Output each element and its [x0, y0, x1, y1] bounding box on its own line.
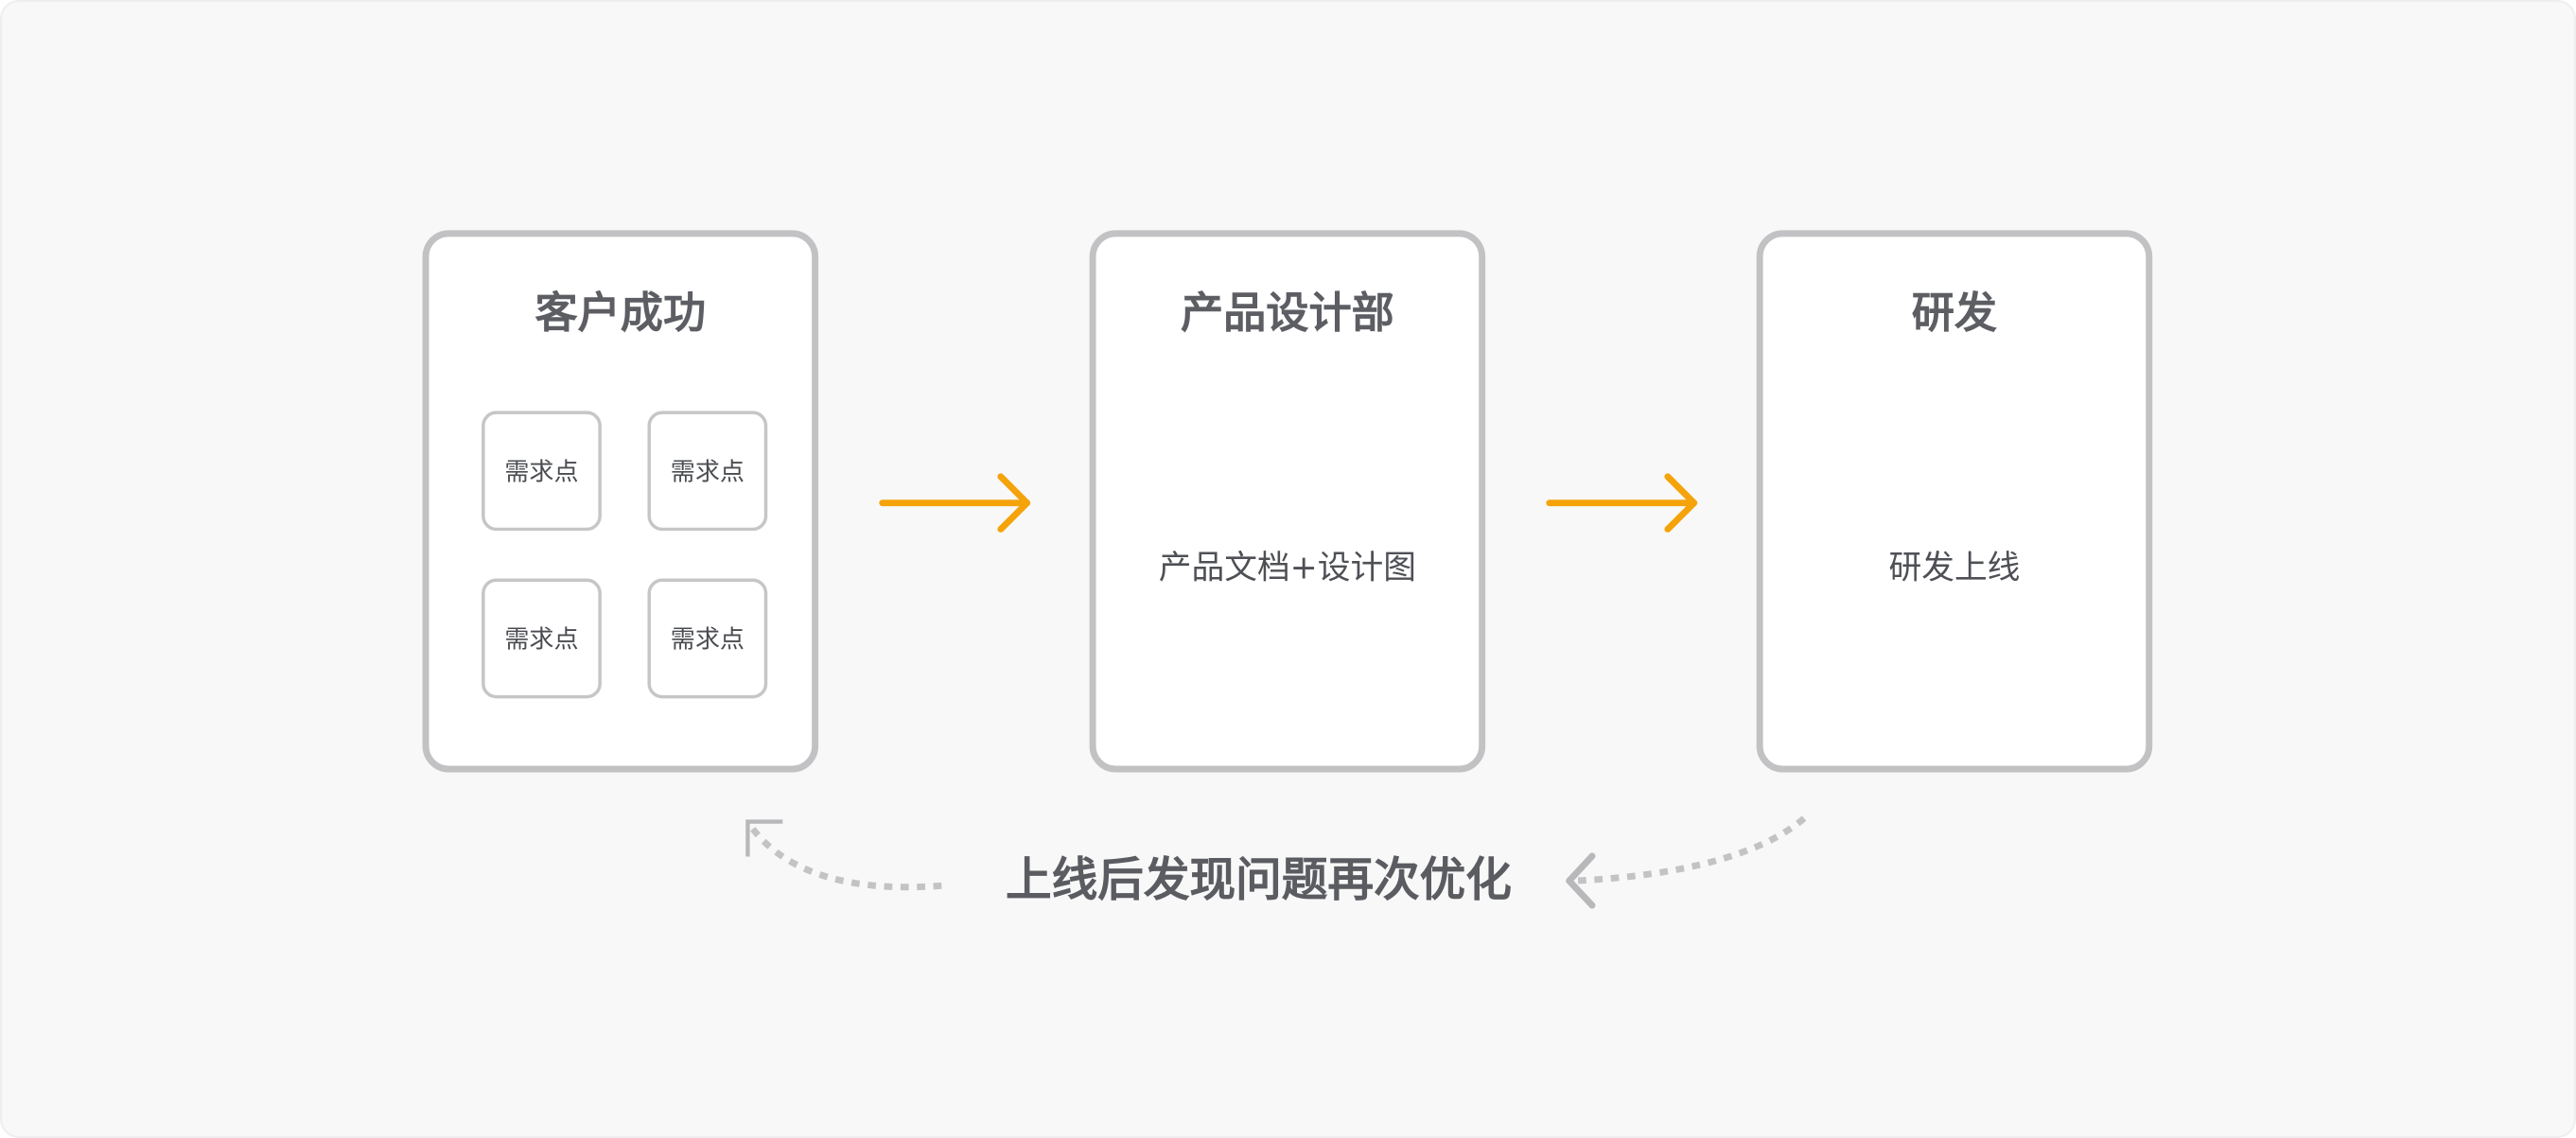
panel-rnd: 研发 研发上线 — [1756, 230, 2153, 773]
requirement-chip: 需求点 — [482, 578, 602, 699]
flow-arrow-icon — [1546, 473, 1698, 533]
panel-product-design: 产品设计部 产品文档+设计图 — [1089, 230, 1486, 773]
requirement-chip: 需求点 — [482, 411, 602, 532]
feedback-loop-label: 上线后发现问题再次优化 — [2, 848, 2515, 913]
panel-description: 研发上线 — [1888, 547, 2021, 587]
panel-title: 产品设计部 — [1180, 289, 1394, 340]
panel-customer-success: 客户成功 需求点 需求点 需求点 需求点 — [422, 230, 819, 773]
panel-title: 研发 — [1911, 289, 1998, 340]
panel-description: 产品文档+设计图 — [1158, 547, 1416, 587]
requirement-chip: 需求点 — [647, 411, 768, 532]
panel-title: 客户成功 — [534, 289, 707, 340]
feedback-loop-text: 上线后发现问题再次优化 — [1006, 852, 1512, 907]
flow-arrow-icon — [879, 473, 1031, 533]
requirement-chip: 需求点 — [647, 578, 768, 699]
